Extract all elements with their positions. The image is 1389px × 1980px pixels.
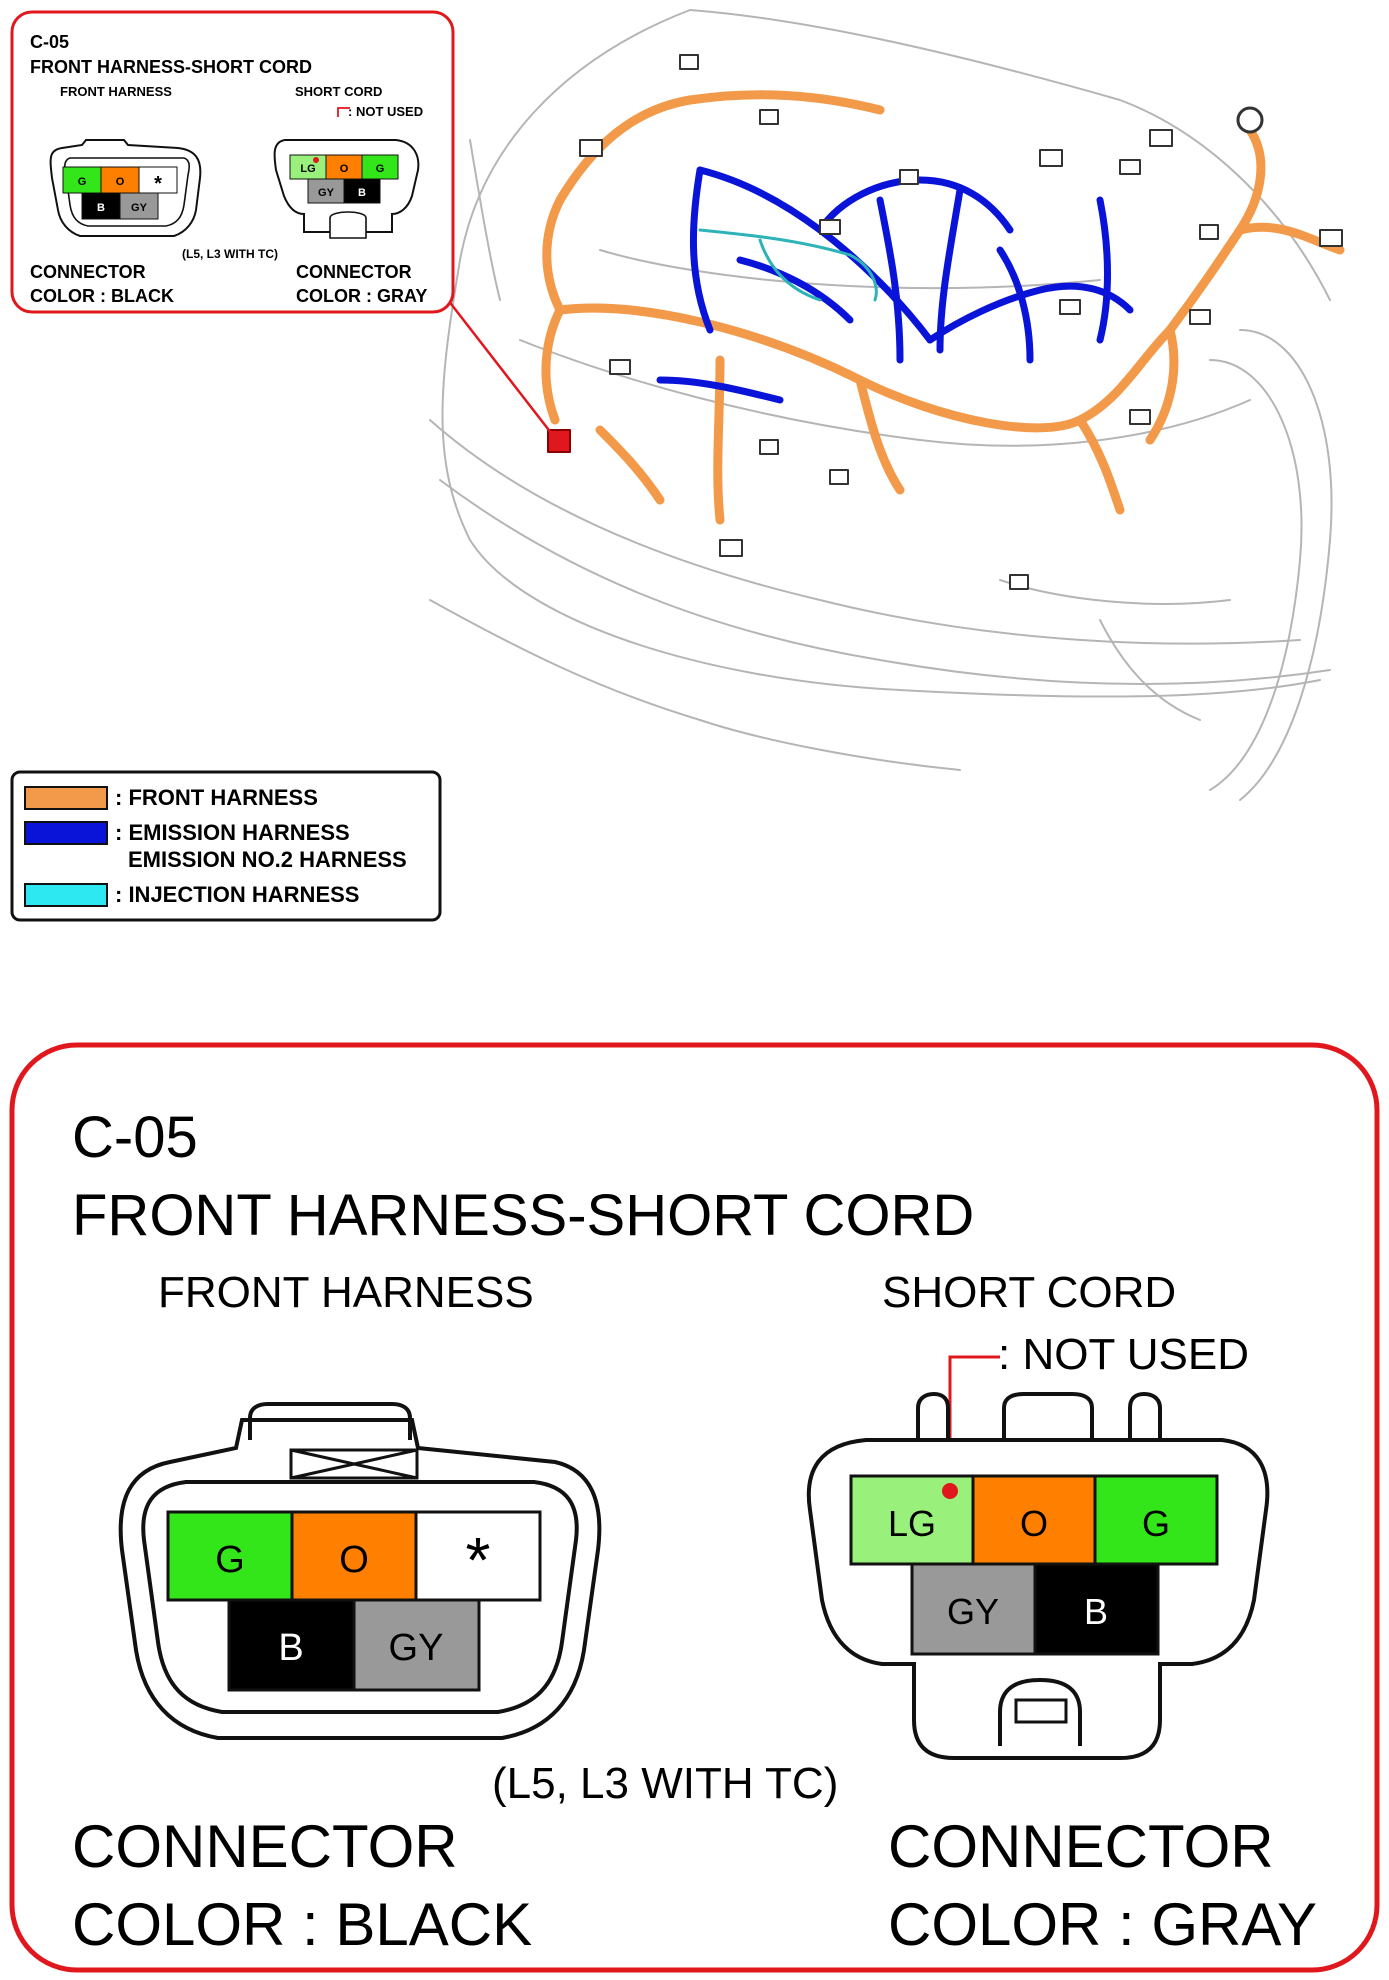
detail-front-pin-label: GY xyxy=(389,1627,444,1669)
emission-harness-lines xyxy=(656,166,1134,404)
inset-short-connector: LG O G GY B xyxy=(273,139,420,239)
inset-short-pin-1 xyxy=(289,154,327,180)
inset-front-pin-label: G xyxy=(78,176,87,188)
detail-short-pin-label: LG xyxy=(888,1503,936,1544)
legend-emission-2: EMISSION NO.2 HARNESS xyxy=(128,847,407,872)
car-engine-illustration xyxy=(429,9,1345,801)
detail-variant: (L5, L3 WITH TC) xyxy=(492,1759,838,1808)
inset-front-pin-5 xyxy=(119,192,159,220)
detail-front-label: FRONT HARNESS xyxy=(158,1268,534,1317)
legend-swatch-emission xyxy=(24,821,108,845)
inset-callout: C-05 FRONT HARNESS-SHORT CORD FRONT HARN… xyxy=(10,10,455,314)
detail-left-conn-2: COLOR : BLACK xyxy=(72,1891,532,1958)
inset-short-pin-label: B xyxy=(358,187,366,199)
inset-front-pin-label: GY xyxy=(131,202,148,214)
detail-left-conn-1: CONNECTOR xyxy=(72,1813,458,1880)
legend-swatch-injection xyxy=(24,883,108,907)
detail-front-pin-2 xyxy=(290,1510,418,1602)
detail-short-top-peg-left xyxy=(916,1391,950,1446)
detail-short-pin-label: B xyxy=(1084,1591,1108,1632)
detail-not-used: : NOT USED xyxy=(998,1330,1249,1379)
legend-injection: : INJECTION HARNESS xyxy=(115,882,359,907)
detail-front-pin-label: * xyxy=(466,1524,491,1596)
inset-not-used: : NOT USED xyxy=(348,104,423,119)
legend-front: : FRONT HARNESS xyxy=(115,785,318,810)
inset-short-latch xyxy=(329,211,367,239)
detail-not-used-dot xyxy=(942,1483,958,1499)
legend-frame xyxy=(10,770,442,922)
inset-code: C-05 xyxy=(30,32,69,52)
inset-not-used-leader xyxy=(337,107,350,117)
detail-short-pin-4 xyxy=(910,1562,1037,1656)
inset-short-pin-label: LG xyxy=(300,163,315,175)
inset-left-conn-2: COLOR : BLACK xyxy=(30,286,174,306)
detail-short-pin-label: G xyxy=(1142,1503,1170,1544)
injection-harness-lines xyxy=(698,228,878,302)
detail-front-inner-shell xyxy=(141,1480,579,1714)
detail-short-top-peg-center xyxy=(1002,1392,1094,1446)
harness-legend: : FRONT HARNESS : EMISSION HARNESS EMISS… xyxy=(10,770,442,922)
inset-front-pin-label: * xyxy=(154,173,162,195)
detail-front-connector: G O * B GY xyxy=(118,1402,602,1740)
inset-right-conn-1: CONNECTOR xyxy=(296,262,412,282)
inset-front-pin-4 xyxy=(81,192,121,220)
detail-short-pin-2 xyxy=(971,1474,1097,1566)
inset-short-pin-label: G xyxy=(376,163,385,175)
legend-emission-1: : EMISSION HARNESS xyxy=(115,820,350,845)
inset-front-pin-label: B xyxy=(97,202,105,214)
detail-front-pin-label: G xyxy=(215,1539,245,1581)
grommet xyxy=(1236,106,1264,134)
inset-right-conn-2: COLOR : GRAY xyxy=(296,286,427,306)
inset-short-pin-4 xyxy=(307,178,345,204)
harness-connector-blocks xyxy=(579,54,1343,590)
detail-callout: C-05 FRONT HARNESS-SHORT CORD FRONT HARN… xyxy=(9,1042,1380,1973)
detail-front-top-ridge xyxy=(248,1402,412,1440)
detail-right-conn-2: COLOR : GRAY xyxy=(888,1891,1317,1958)
detail-short-pin-5 xyxy=(1033,1562,1160,1656)
inset-front-pin-label: O xyxy=(116,176,125,188)
front-harness-lines xyxy=(541,90,1345,525)
inset-short-label: SHORT CORD xyxy=(295,84,382,99)
detail-right-conn-1: CONNECTOR xyxy=(888,1813,1274,1880)
detail-short-pin-label: GY xyxy=(947,1591,999,1632)
inset-front-pin-3 xyxy=(138,166,178,194)
inset-short-pin-3 xyxy=(361,154,399,180)
detail-short-top-peg-right xyxy=(1128,1391,1162,1446)
detail-short-label: SHORT CORD xyxy=(882,1268,1176,1317)
inset-short-pin-label: O xyxy=(340,163,349,175)
detail-front-pin-label: B xyxy=(278,1627,303,1669)
detail-short-connector: LG O G GY B xyxy=(806,1391,1270,1760)
callout-leader-line xyxy=(446,298,557,440)
inset-variant: (L5, L3 WITH TC) xyxy=(182,247,278,261)
car-body-outline xyxy=(429,9,1333,801)
inset-short-pin-5 xyxy=(343,178,381,204)
detail-front-pin-label: O xyxy=(339,1539,369,1581)
legend-swatch-front xyxy=(24,786,108,810)
detail-title: FRONT HARNESS-SHORT CORD xyxy=(72,1183,974,1248)
inset-left-conn-1: CONNECTOR xyxy=(30,262,146,282)
detail-short-pin-label: O xyxy=(1020,1503,1048,1544)
inset-front-connector: G O * B GY xyxy=(49,139,202,237)
inset-front-label: FRONT HARNESS xyxy=(60,84,172,99)
detail-short-latch-tab xyxy=(1014,1698,1068,1724)
detail-front-pin-5 xyxy=(352,1598,481,1692)
detail-front-pin-3 xyxy=(414,1510,542,1602)
detail-code: C-05 xyxy=(72,1105,198,1170)
inset-short-pin-label: GY xyxy=(318,187,335,199)
inset-not-used-dot xyxy=(313,157,319,163)
detail-front-lock-cross xyxy=(290,1448,418,1480)
inset-title: FRONT HARNESS-SHORT CORD xyxy=(30,57,312,77)
detail-front-pin-4 xyxy=(227,1598,356,1692)
